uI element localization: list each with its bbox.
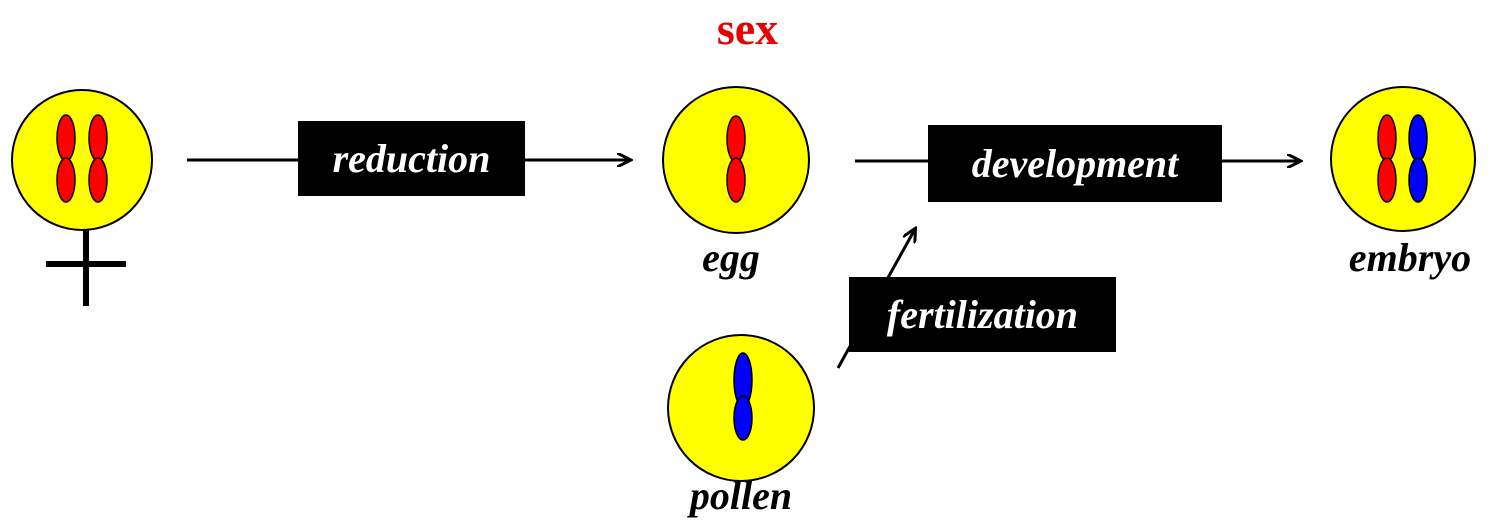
embryo-cell bbox=[1331, 87, 1475, 231]
embryo-cell-body bbox=[1331, 87, 1475, 231]
fertilization-label: fertilization bbox=[849, 277, 1116, 352]
egg-label: egg bbox=[656, 234, 806, 281]
pollen-chromosome bbox=[734, 353, 752, 440]
parent-cell-body bbox=[12, 90, 152, 230]
female-symbol-icon bbox=[46, 230, 126, 306]
pollen-cell bbox=[668, 335, 814, 481]
egg-cell bbox=[663, 87, 809, 233]
development-label: development bbox=[928, 125, 1222, 202]
female-parent-cell bbox=[12, 90, 152, 230]
reduction-label: reduction bbox=[298, 121, 525, 196]
diagram-title: sex bbox=[0, 2, 1495, 55]
embryo-label: embryo bbox=[1327, 234, 1493, 281]
pollen-label: pollen bbox=[661, 472, 821, 519]
